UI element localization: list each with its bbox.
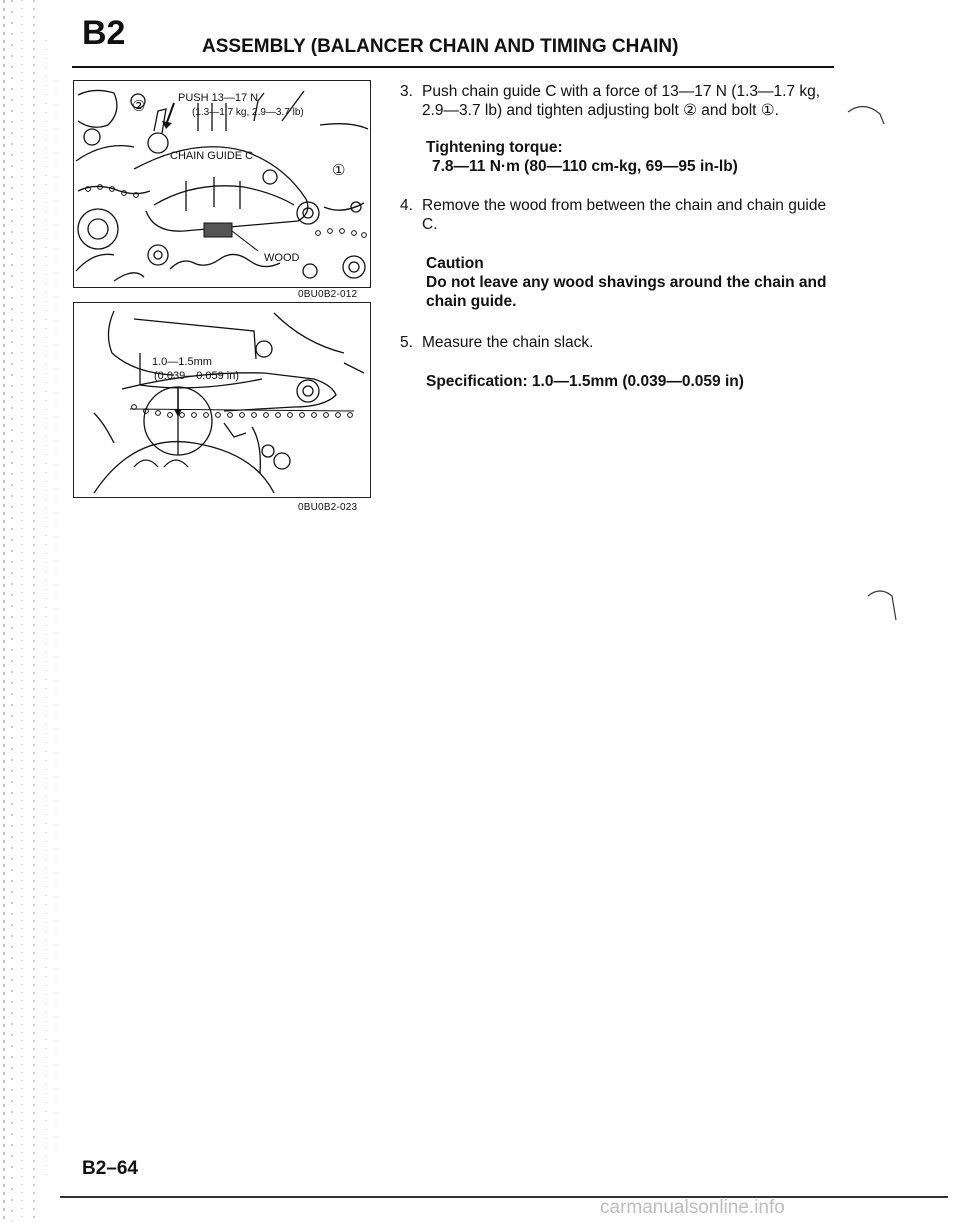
torque-spec: Tightening torque: 7.8—11 N·m (80—110 cm… [400,138,840,176]
step-number: 4. [400,197,413,214]
slack-specification: Specification: 1.0—1.5mm (0.039—0.059 in… [426,373,744,390]
label-push-force-alt: (1.3—1.7 kg, 2.9—3.7 lb) [192,107,304,118]
step-5: 5. Measure the chain slack. [400,333,840,352]
figure-chain-slack: 1.0—1.5mm (0.039—0.059 in) [73,302,371,498]
callout-2: ② [132,98,145,115]
label-wood: WOOD [264,252,299,264]
torque-label: Tightening torque: [426,139,563,156]
step-number: 3. [400,83,413,100]
callout-1: ① [332,162,345,179]
label-slack-in: (0.039—0.059 in) [154,370,239,382]
chain-guide-illustration: PUSH 13—17 N (1.3—1.7 kg, 2.9—3.7 lb) CH… [75,89,369,282]
figure-chain-guide-push: PUSH 13—17 N (1.3—1.7 kg, 2.9—3.7 lb) CH… [73,80,371,288]
caution-label: Caution [426,255,484,272]
step-text: Remove the wood from between the chain a… [422,197,827,233]
step-4: 4. Remove the wood from between the chai… [400,196,840,234]
header-rule [72,66,834,68]
label-push-force: PUSH 13—17 N [178,92,258,104]
step-text: Measure the chain slack. [422,334,594,351]
torque-value: 7.8—11 N·m (80—110 cm-kg, 69—95 in-lb) [432,158,738,175]
label-chain-guide-c: CHAIN GUIDE C [170,150,253,162]
step-text: Push chain guide C with a force of 13—17… [422,83,821,119]
step-3: 3. Push chain guide C with a force of 13… [400,82,840,120]
caution-note: Caution Do not leave any wood shavings a… [400,254,840,311]
scan-marks [847,105,897,621]
section-code: B2 [82,14,126,52]
step-number: 5. [400,334,413,351]
footer-rule [60,1196,948,1198]
watermark-text: carmanualsonline.info [600,1197,785,1218]
label-slack-mm: 1.0—1.5mm [152,356,212,368]
chain-slack-illustration: 1.0—1.5mm (0.039—0.059 in) [93,310,365,494]
figure-code: 0BU0B2-023 [298,502,358,513]
caution-text: Do not leave any wood shavings around th… [426,274,827,310]
binding-edge-noise [3,0,57,1222]
wood-block [203,222,233,238]
figure-code: 0BU0B2-012 [298,289,358,300]
procedure-steps: 3. Push chain guide C with a force of 13… [400,82,840,391]
page-title: ASSEMBLY (BALANCER CHAIN AND TIMING CHAI… [202,36,679,57]
page-number: B2–64 [82,1158,138,1179]
